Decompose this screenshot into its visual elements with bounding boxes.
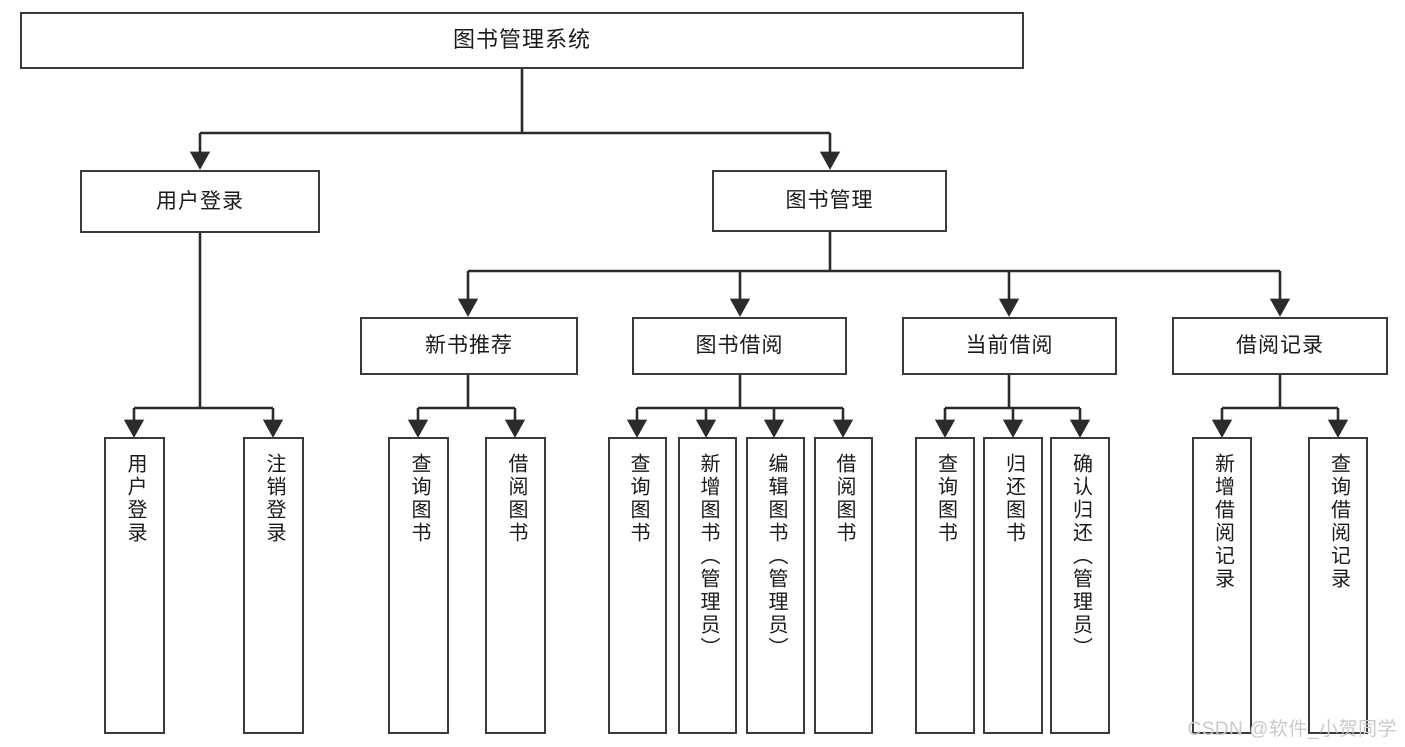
node-leaf-query-borrow-record-label: 查询借阅记录 <box>1327 453 1350 591</box>
node-leaf-confirm-return-admin[interactable]: 确认归还（管理员） <box>1050 437 1110 734</box>
node-leaf-add-borrow-record[interactable]: 新增借阅记录 <box>1192 437 1252 734</box>
node-user-login[interactable]: 用户登录 <box>80 170 320 233</box>
node-borrow-record-label: 借阅记录 <box>1236 334 1324 358</box>
node-root-label: 图书管理系统 <box>452 27 591 53</box>
node-borrow-record[interactable]: 借阅记录 <box>1172 317 1388 375</box>
node-leaf-query-book-borrow[interactable]: 查询图书 <box>608 437 667 734</box>
node-book-management-label: 图书管理 <box>785 189 874 213</box>
node-root-book-management-system[interactable]: 图书管理系统 <box>20 12 1024 69</box>
node-current-borrow-label: 当前借阅 <box>965 334 1054 358</box>
node-leaf-borrow-book-label: 借阅图书 <box>833 453 855 545</box>
node-new-book-recommend[interactable]: 新书推荐 <box>360 317 578 375</box>
node-new-book-recommend-label: 新书推荐 <box>425 334 513 358</box>
node-leaf-borrow-book[interactable]: 借阅图书 <box>814 437 873 734</box>
node-leaf-user-login-label: 用户登录 <box>124 453 146 545</box>
node-leaf-confirm-return-admin-label: 确认归还（管理员） <box>1069 453 1092 660</box>
node-leaf-query-book-current-label: 查询图书 <box>934 453 957 545</box>
node-user-login-label: 用户登录 <box>156 189 244 213</box>
node-leaf-user-login[interactable]: 用户登录 <box>104 437 165 734</box>
node-leaf-borrow-book-recommend[interactable]: 借阅图书 <box>485 437 546 734</box>
node-leaf-return-book-label: 归还图书 <box>1002 453 1025 545</box>
node-book-management[interactable]: 图书管理 <box>712 170 947 232</box>
node-leaf-query-book-current[interactable]: 查询图书 <box>915 437 975 734</box>
node-current-borrow[interactable]: 当前借阅 <box>902 317 1117 375</box>
node-leaf-add-borrow-record-label: 新增借阅记录 <box>1211 453 1234 591</box>
node-leaf-query-book-recommend[interactable]: 查询图书 <box>388 437 449 734</box>
node-leaf-edit-book-admin[interactable]: 编辑图书（管理员） <box>746 437 805 734</box>
node-book-borrow-label: 图书借阅 <box>695 334 784 358</box>
node-leaf-add-book-admin-label: 新增图书（管理员） <box>697 453 719 660</box>
node-leaf-return-book[interactable]: 归还图书 <box>983 437 1043 734</box>
csdn-watermark: CSDN @软件_小贺同学 <box>1187 719 1397 740</box>
node-leaf-logout[interactable]: 注销登录 <box>243 437 304 734</box>
node-leaf-query-book-borrow-label: 查询图书 <box>627 453 649 545</box>
node-leaf-add-book-admin[interactable]: 新增图书（管理员） <box>678 437 737 734</box>
node-leaf-borrow-book-recommend-label: 借阅图书 <box>505 453 527 545</box>
node-leaf-edit-book-admin-label: 编辑图书（管理员） <box>765 453 787 660</box>
node-leaf-query-book-recommend-label: 查询图书 <box>408 453 430 545</box>
node-book-borrow[interactable]: 图书借阅 <box>632 317 847 375</box>
node-leaf-query-borrow-record[interactable]: 查询借阅记录 <box>1308 437 1368 734</box>
node-leaf-logout-label: 注销登录 <box>263 453 285 545</box>
